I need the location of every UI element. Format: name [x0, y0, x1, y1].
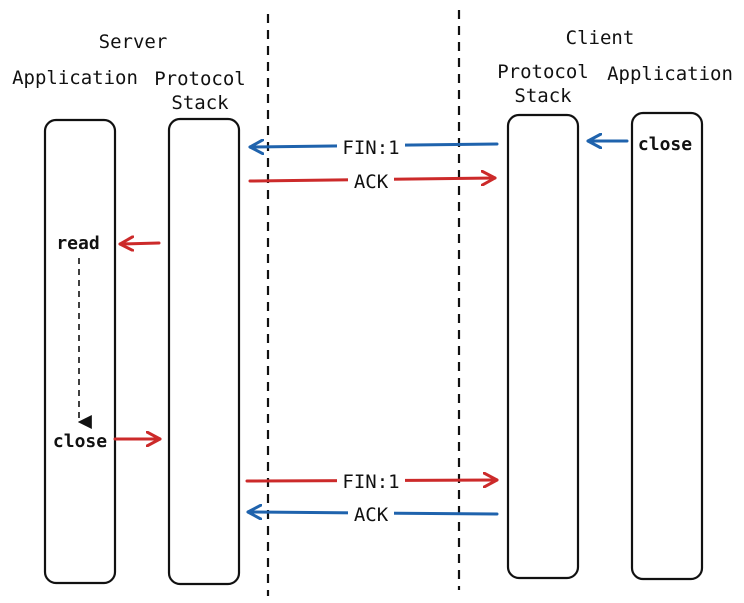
server-title: Server [99, 31, 168, 53]
fin-label-1: FIN:1 [342, 137, 399, 159]
fin-label-2: FIN:1 [342, 471, 399, 493]
ack-label-bg-1 [348, 170, 394, 192]
server-protocol-label-line1: Protocol [154, 68, 246, 90]
server-protocol-stack-box [167, 117, 241, 586]
ack-label-bg-2 [348, 503, 394, 525]
client-protocol-label-line2: Stack [514, 85, 572, 107]
server-read-label: read [56, 233, 99, 254]
client-application-box [630, 111, 704, 581]
fin-label-bg-1 [337, 136, 405, 158]
client-application-label: Application [607, 63, 733, 85]
ack-label-2: ACK [354, 504, 389, 526]
server-protocol-label-line2: Stack [171, 92, 229, 114]
client-protocol-label-line1: Protocol [497, 61, 589, 83]
server-application-box [43, 118, 117, 585]
client-title: Client [566, 27, 635, 49]
client-close-label: close [638, 134, 692, 155]
server-application-label: Application [12, 67, 138, 89]
client-protocol-stack-box [506, 113, 580, 580]
server-close-label: close [53, 431, 107, 452]
ack-label-1: ACK [354, 171, 389, 193]
read-notify-arrow [118, 243, 161, 244]
fin-label-bg-2 [337, 470, 405, 492]
